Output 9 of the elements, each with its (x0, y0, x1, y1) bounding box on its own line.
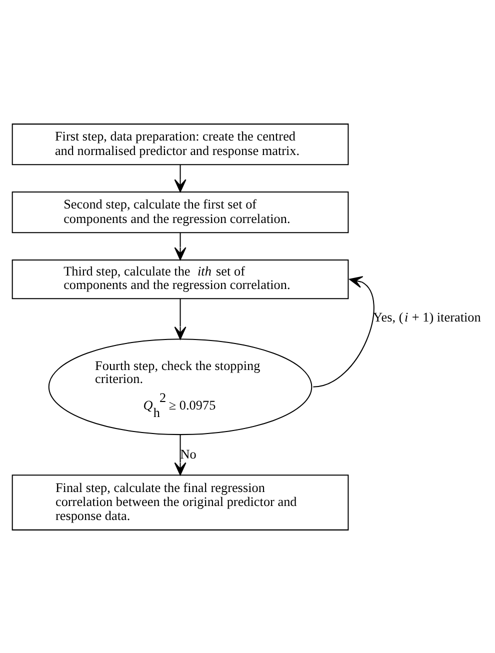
arrow (174, 164, 186, 192)
node-box: Final step, calculate the final regression correlation between the original predictor and response data. (12, 474, 349, 530)
node-box: Third step, calculate the ith set of components and the regression correlation. (12, 259, 349, 299)
arrow (174, 434, 186, 475)
arrow (174, 298, 186, 340)
arrow (174, 232, 186, 260)
node-box: Second step, calculate the first set of components and the regression correlation. (12, 191, 349, 233)
arrow (313, 276, 374, 387)
node-box: First step, data preparation: create the centred and normalised predictor and response matrix. (12, 123, 349, 165)
